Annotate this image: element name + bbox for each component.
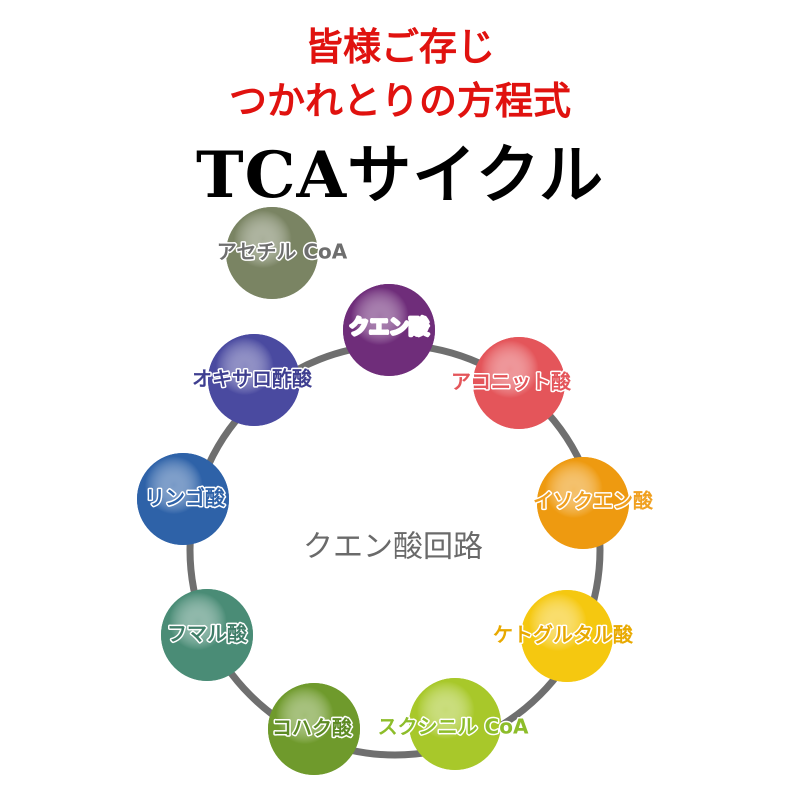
node-label-succinic: コハク酸	[272, 716, 353, 740]
node-shade-oxaloacetic	[208, 334, 300, 426]
page-title: TCAサイクル	[195, 138, 605, 213]
node-label-ketoglutaric: ケトグルタル酸	[493, 623, 634, 647]
node-shade-citric	[343, 284, 435, 376]
node-label-oxaloacetic: オキサロ酢酸	[192, 367, 313, 391]
subtitle-line-2: つかれとりの方程式	[228, 79, 571, 123]
node-label-fumaric: フマル酸	[167, 622, 248, 646]
node-shade-succinylcoa	[409, 678, 501, 770]
node-label-succinylcoa: スクシニル CoA	[378, 715, 529, 739]
node-shade-aconitic	[473, 337, 565, 429]
node-label-acetyl-coa: アセチル CoA	[217, 240, 348, 264]
node-shade-malic	[137, 453, 229, 545]
subtitle-line-1: 皆様ご存じ	[304, 25, 495, 69]
node-shade-succinic	[268, 683, 360, 775]
node-shade-acetyl-coa	[226, 207, 318, 299]
node-shade-ketoglutaric	[521, 590, 613, 682]
node-label-citric: クエン酸	[349, 315, 430, 339]
node-label-isocitric: イソクエン酸	[533, 489, 654, 513]
node-shade-isocitric	[537, 457, 629, 549]
node-shade-fumaric	[161, 589, 253, 681]
node-label-aconitic: アコニット酸	[451, 370, 572, 394]
center-label: クエン酸回路	[303, 530, 483, 565]
node-label-malic: リンゴ酸	[145, 486, 226, 510]
